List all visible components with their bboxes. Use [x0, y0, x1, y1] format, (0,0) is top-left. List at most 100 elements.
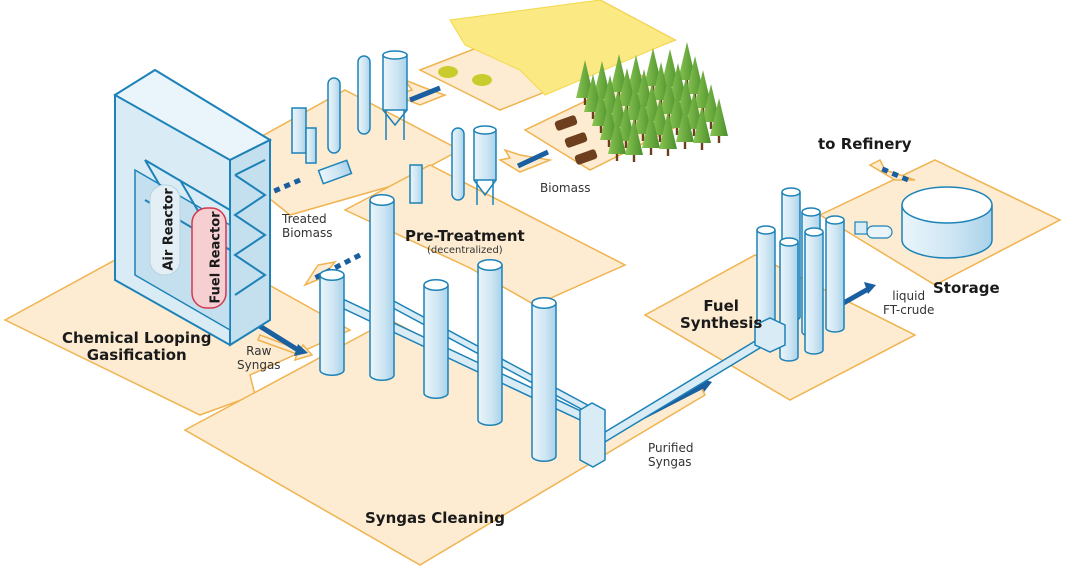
pretreatment-title: Pre-Treatment	[405, 227, 525, 245]
tree	[668, 90, 686, 128]
treated-line2: Biomass	[282, 225, 333, 240]
tree	[593, 61, 611, 99]
label-syngas-cleaning: Syngas Cleaning	[365, 509, 505, 527]
tree	[576, 60, 594, 98]
label-treated-biomass: Treated Biomass	[282, 212, 333, 241]
cleaning-column	[319, 268, 345, 377]
tree-trunk	[692, 129, 696, 136]
synthesis-column	[804, 227, 824, 355]
tree	[694, 70, 712, 108]
tree-trunk	[632, 155, 636, 162]
label-air-reactor: Air Reactor	[161, 188, 177, 271]
tree	[609, 89, 627, 127]
tree-trunk	[658, 135, 662, 142]
label-storage: Storage	[933, 279, 1000, 297]
tree	[669, 63, 687, 101]
label-to-refinery: to Refinery	[818, 135, 912, 153]
ft-line1: liquid	[892, 289, 926, 303]
tree-trunk	[615, 154, 619, 161]
tree	[676, 104, 694, 142]
log-piles	[554, 115, 598, 165]
label-raw-syngas: Raw Syngas	[237, 344, 281, 373]
tree	[661, 49, 679, 87]
cleaning-column	[423, 278, 449, 400]
label-fuel-synthesis: Fuel Synthesis	[680, 297, 762, 333]
label-gasification: Chemical Looping Gasification	[62, 329, 212, 365]
tree	[644, 48, 662, 86]
tree	[693, 105, 711, 143]
tree-trunk	[624, 141, 628, 148]
tree	[608, 116, 626, 154]
purified-line1: Purified	[648, 441, 694, 455]
tree-trunk	[700, 143, 704, 150]
synthesis-column	[756, 225, 776, 345]
tree	[618, 68, 636, 106]
raw-line2: Syngas	[237, 357, 281, 372]
tree-trunk	[717, 136, 721, 143]
fuel-synthesis-line1: Fuel	[703, 297, 739, 315]
synthesis-box	[754, 317, 786, 353]
tree-trunk	[675, 128, 679, 135]
tree-trunk	[583, 98, 587, 105]
gasifier-building	[113, 68, 273, 347]
pretreatment-plant-north	[291, 50, 408, 185]
syngas-cleaning-columns	[319, 193, 557, 463]
syngas-filter-box	[579, 402, 606, 468]
label-ft-crude: liquid FT-crude	[883, 289, 934, 318]
tree	[702, 84, 720, 122]
arrow-ft-crude	[838, 282, 876, 308]
label-pretreatment: Pre-Treatment (decentralized)	[405, 227, 525, 257]
tanker-truck	[854, 221, 893, 239]
tree	[642, 110, 660, 148]
label-fuel-reactor: Fuel Reactor	[208, 211, 224, 304]
gasification-title-line1: Chemical Looping	[62, 329, 212, 347]
label-purified-syngas: Purified Syngas	[648, 441, 694, 470]
tree-trunk	[709, 122, 713, 129]
tree-trunk	[641, 134, 645, 141]
tree	[660, 76, 678, 114]
pretreatment-plant-south	[409, 125, 497, 205]
arrow-forest-to-pretreatment	[497, 148, 553, 173]
label-biomass: Biomass	[540, 181, 591, 195]
pretreatment-subtitle: (decentralized)	[426, 245, 503, 257]
tree-trunk	[607, 140, 611, 147]
synthesis-column	[825, 215, 845, 333]
platform-field	[418, 0, 677, 111]
tree-trunk	[599, 126, 603, 133]
raw-line1: Raw	[246, 344, 272, 358]
cleaning-column	[477, 258, 503, 427]
tree	[584, 74, 602, 112]
tree	[710, 98, 728, 136]
tree	[610, 54, 628, 92]
tree	[601, 75, 619, 113]
tree	[635, 69, 653, 107]
tree	[651, 97, 669, 135]
tree-trunk	[666, 149, 670, 156]
tree	[626, 82, 644, 120]
cleaning-column	[369, 193, 395, 382]
tree	[685, 91, 703, 129]
tree	[600, 102, 618, 140]
storage-tank	[901, 186, 993, 259]
tree	[617, 103, 635, 141]
cleaning-column	[531, 296, 557, 463]
tree	[686, 56, 704, 94]
tree	[677, 77, 695, 115]
tree-trunk	[591, 112, 595, 119]
tree	[627, 55, 645, 93]
tree	[625, 117, 643, 155]
purified-line2: Syngas	[648, 454, 692, 469]
tree	[592, 88, 610, 126]
fuel-synthesis-columns	[756, 187, 845, 362]
tree	[643, 83, 661, 121]
treated-line1: Treated	[282, 212, 327, 226]
tree	[678, 42, 696, 80]
tree-trunk	[683, 142, 687, 149]
gasification-title-line2: Gasification	[86, 346, 187, 365]
forest	[576, 42, 728, 162]
tree	[659, 111, 677, 149]
tree	[652, 62, 670, 100]
tree-trunk	[649, 148, 653, 155]
